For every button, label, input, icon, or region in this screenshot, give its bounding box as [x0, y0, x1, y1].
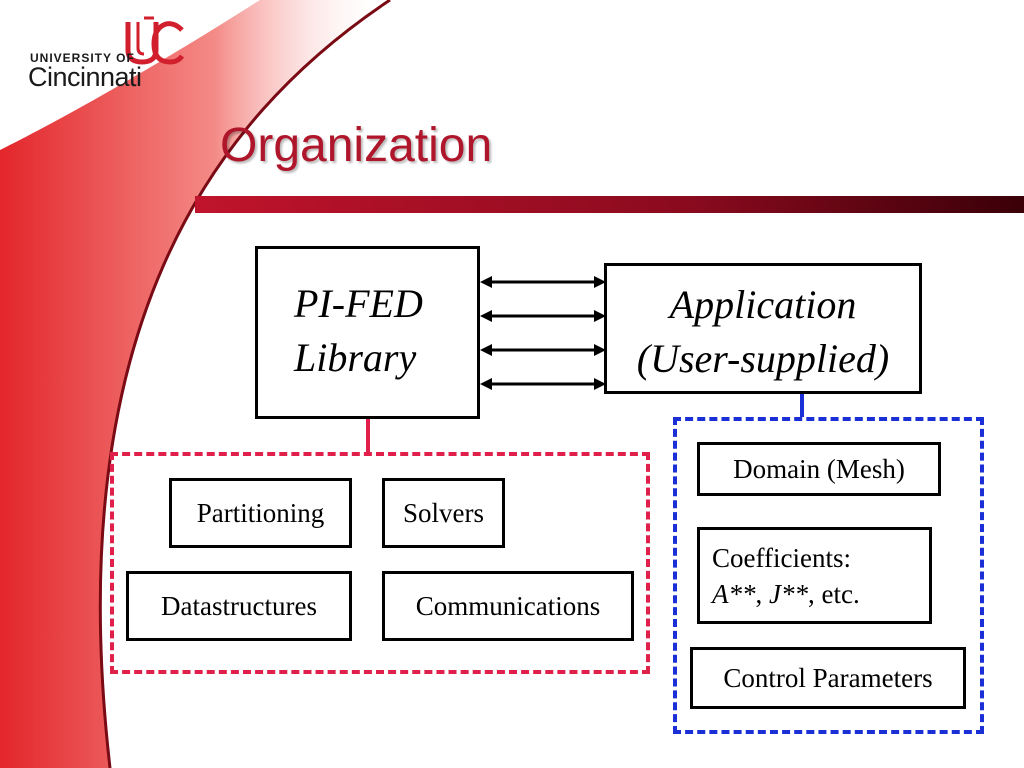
- library-title-line2: Library: [294, 335, 417, 380]
- coefficient-j: J**: [769, 579, 808, 609]
- pifed-library-box: PI-FED Library: [255, 246, 480, 419]
- application-title-line2: (User-supplied): [636, 336, 890, 381]
- swoosh-curve-line: [98, 0, 391, 768]
- library-title-line1: PI-FED: [294, 281, 423, 326]
- datastructures-box: Datastructures: [126, 571, 352, 641]
- coefficient-a: A**: [712, 579, 756, 609]
- title-underline-bar: [195, 196, 1024, 213]
- application-components-group: [673, 417, 984, 734]
- double-arrow-2: [480, 310, 606, 322]
- coefficients-label: Coefficients:: [712, 543, 851, 573]
- coefficients-values: A**, J**, etc.: [712, 576, 929, 612]
- coefficients-box: Coefficients: A**, J**, etc.: [697, 527, 932, 624]
- uc-logo-mark-icon: [125, 16, 185, 65]
- coefficient-separator: ,: [755, 579, 769, 609]
- application-box: Application (User-supplied): [604, 263, 922, 394]
- logo-name-text: Cincinnati: [28, 62, 142, 92]
- link-arrows: [480, 276, 606, 390]
- page-title: Organization: [220, 119, 493, 172]
- double-arrow-4: [480, 378, 606, 390]
- coefficient-etc: , etc.: [807, 579, 860, 609]
- solvers-box: Solvers: [382, 478, 505, 548]
- double-arrow-3: [480, 344, 606, 356]
- library-components-group: [110, 452, 650, 674]
- library-group-connector: [366, 418, 370, 452]
- application-group-connector: [800, 393, 804, 417]
- communications-box: Communications: [382, 571, 634, 641]
- domain-mesh-box: Domain (Mesh): [697, 442, 941, 496]
- logo-university-text: UNIVERSITY OF: [30, 51, 135, 65]
- partitioning-box: Partitioning: [169, 478, 352, 548]
- application-title-line1: Application: [669, 282, 857, 327]
- control-parameters-box: Control Parameters: [690, 647, 966, 709]
- red-swoosh-shape: [0, 0, 390, 768]
- double-arrow-1: [480, 276, 606, 288]
